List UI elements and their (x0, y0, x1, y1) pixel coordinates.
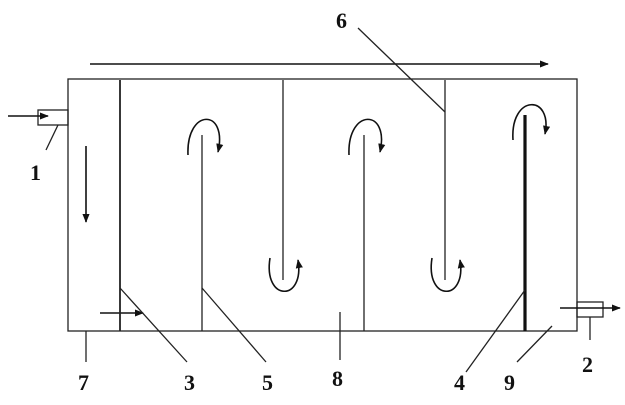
label-9: 9 (504, 370, 515, 395)
label-2: 2 (582, 352, 593, 377)
flow-down-loop-2 (430, 257, 465, 293)
label-4: 4 (454, 370, 465, 395)
flow-up-loop-2 (348, 118, 386, 156)
label-7: 7 (78, 370, 89, 395)
label-5: 5 (262, 370, 273, 395)
leader-9 (516, 325, 553, 363)
label-6: 6 (336, 8, 347, 33)
slanted-plate-5 (201, 287, 267, 363)
tank-outline (67, 78, 578, 332)
slanted-plate-3 (119, 287, 188, 363)
leader-6 (357, 27, 446, 113)
label-3: 3 (184, 370, 195, 395)
flow-up-loop-3 (512, 103, 551, 141)
flow-down-loop-1 (268, 257, 303, 293)
label-1: 1 (30, 160, 41, 185)
outlet-pipe (560, 301, 621, 340)
inlet-pipe (8, 109, 69, 151)
slanted-plate-4 (465, 289, 526, 373)
label-8: 8 (332, 366, 343, 391)
flow-up-loop-1 (187, 118, 224, 156)
